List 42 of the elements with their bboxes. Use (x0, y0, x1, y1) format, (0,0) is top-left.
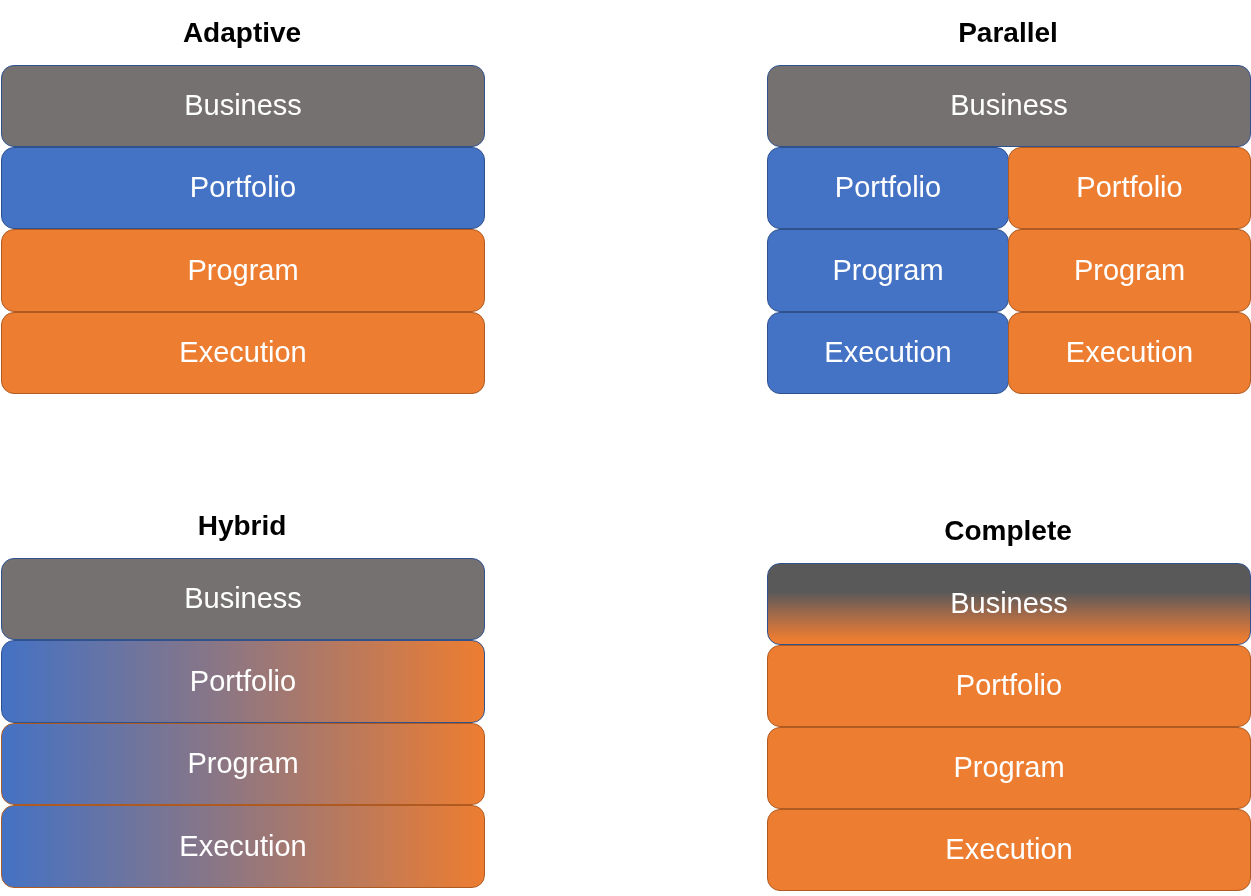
layer-label: Business (950, 89, 1068, 123)
layer-bar (1008, 229, 1251, 312)
layer-label: Portfolio (189, 171, 297, 205)
layer-bar (767, 65, 1251, 147)
section-title: Complete (944, 515, 1072, 548)
layer-label: Execution (945, 833, 1073, 867)
layer-bar (1, 229, 485, 312)
layer-label: Program (1073, 253, 1186, 288)
layer-bar (1, 312, 485, 394)
layer-label: Business (184, 89, 302, 123)
section-title: Adaptive (182, 17, 302, 50)
layer-bar (1, 640, 485, 723)
layer-bar (1, 147, 485, 229)
layer-bar (1, 558, 485, 640)
layer-bar (1, 805, 485, 888)
layer-label: Execution (179, 336, 307, 370)
layer-bar (767, 809, 1251, 891)
layer-bar (767, 645, 1251, 727)
section-title: Parallel (958, 17, 1058, 50)
layer-label: Portfolio (189, 664, 297, 699)
layer-bar (767, 563, 1251, 645)
layer-bar (767, 312, 1009, 394)
layer-bar (1, 723, 485, 805)
layer-label: Program (832, 253, 944, 288)
layer-bar (1008, 147, 1251, 229)
layer-bar (767, 727, 1251, 809)
layer-label: Program (953, 751, 1065, 785)
layer-bar (1008, 312, 1251, 394)
layer-label: Portfolio (1076, 171, 1183, 205)
layer-label: Business (184, 582, 302, 616)
layer-label: Execution (179, 829, 307, 864)
layer-label: Portfolio (955, 669, 1063, 703)
layer-label: Portfolio (834, 171, 942, 205)
layer-label: Program (187, 253, 299, 288)
layer-bar (767, 147, 1009, 229)
section-title: Hybrid (197, 510, 287, 543)
layer-bar (1, 65, 485, 147)
layer-bar (767, 229, 1009, 312)
layer-label: Execution (1065, 336, 1194, 370)
layer-label: Execution (824, 336, 952, 370)
layer-label: Business (950, 587, 1068, 621)
layer-label: Program (187, 747, 299, 781)
